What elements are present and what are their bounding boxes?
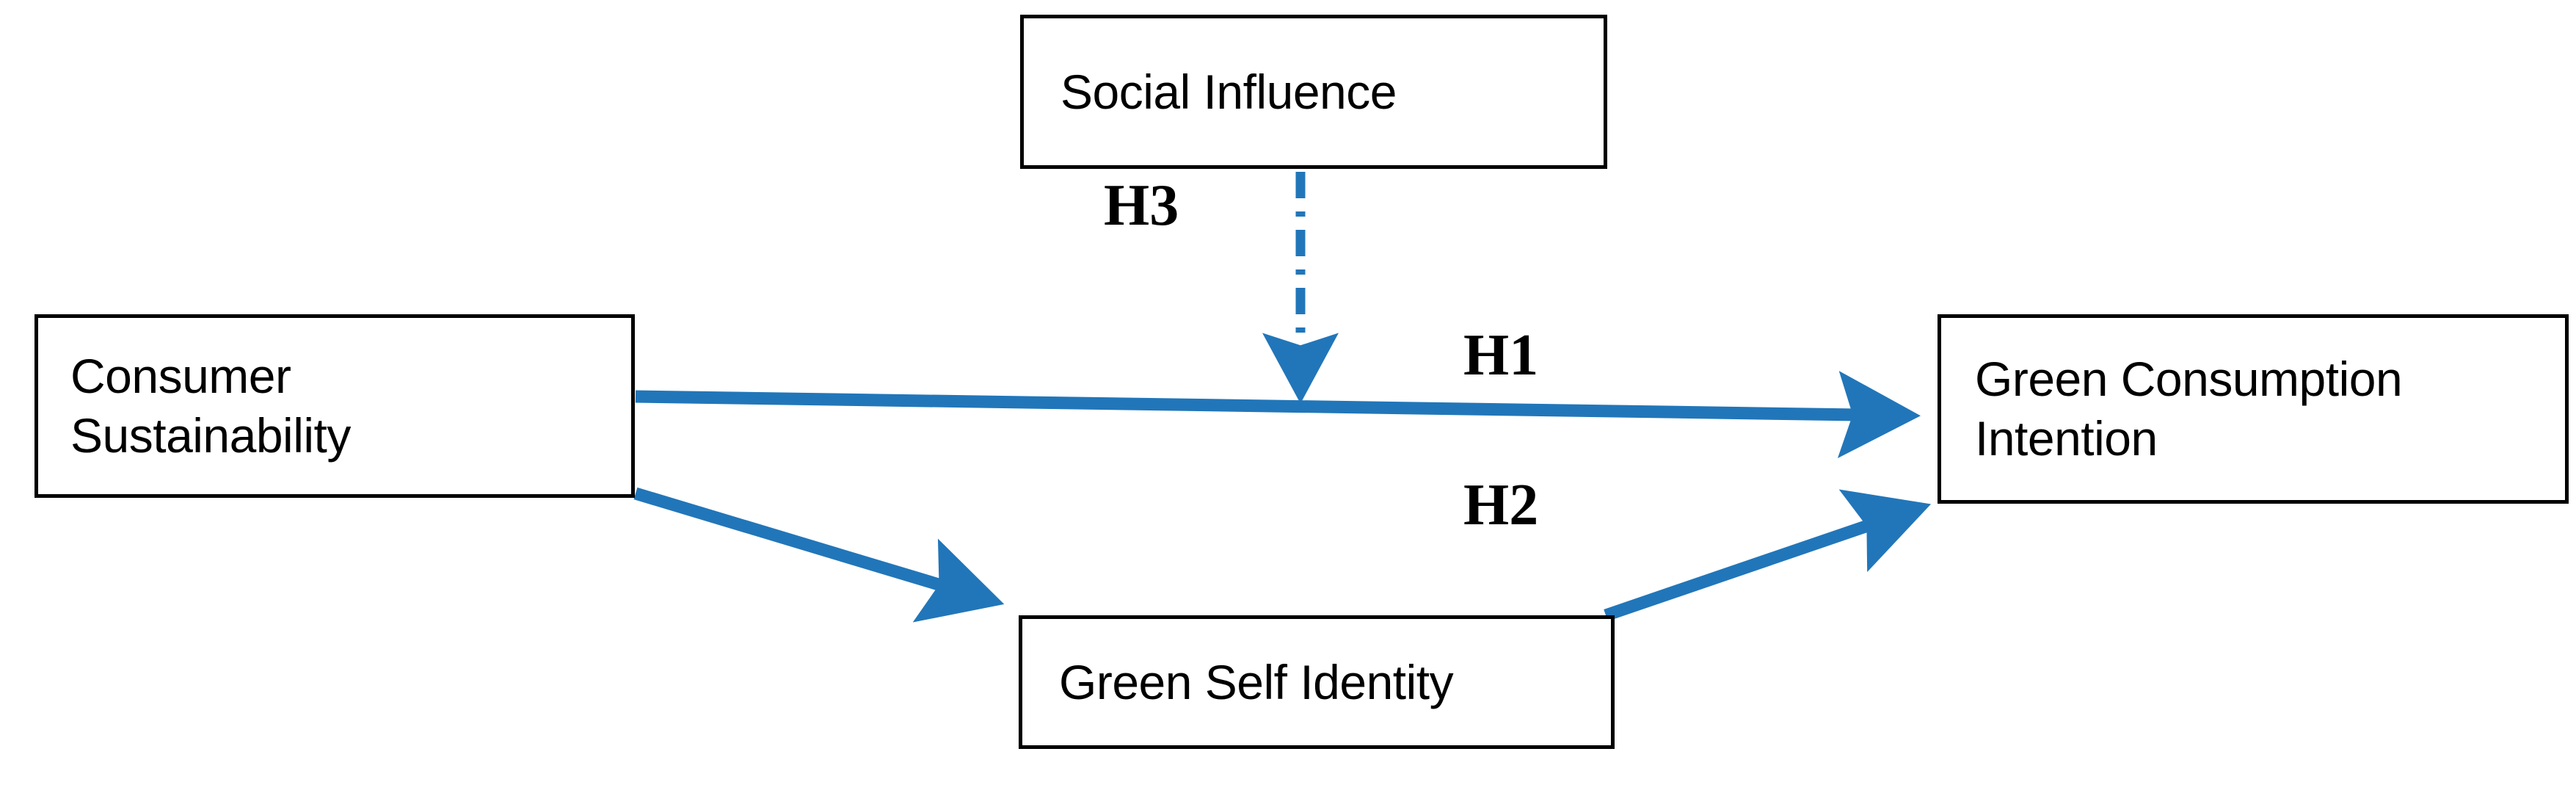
hypothesis-label-h1: H1 [1463,323,1539,388]
arrow-h2-from-mediator-path [1604,489,1932,622]
hypothesis-label-h3: H3 [1104,173,1179,238]
arrow-h2-to-mediator-path [633,487,1005,623]
node-social-influence-label: Social Influence [1060,64,1397,119]
node-green-self-identity-label: Green Self Identity [1059,654,1454,709]
node-consumer-sustainability-label: Consumer Sustainability [70,349,351,463]
node-green-consumption-intention-label: Green Consumption Intention [1975,352,2403,466]
node-green-self-identity[interactable]: Green Self Identity [1019,615,1615,749]
node-green-consumption-intention[interactable]: Green Consumption Intention [1938,314,2569,504]
arrow-h1-path [635,371,1921,459]
node-consumer-sustainability[interactable]: Consumer Sustainability [34,314,635,498]
node-social-influence[interactable]: Social Influence [1020,15,1607,169]
hypothesis-label-h2: H2 [1463,473,1539,537]
